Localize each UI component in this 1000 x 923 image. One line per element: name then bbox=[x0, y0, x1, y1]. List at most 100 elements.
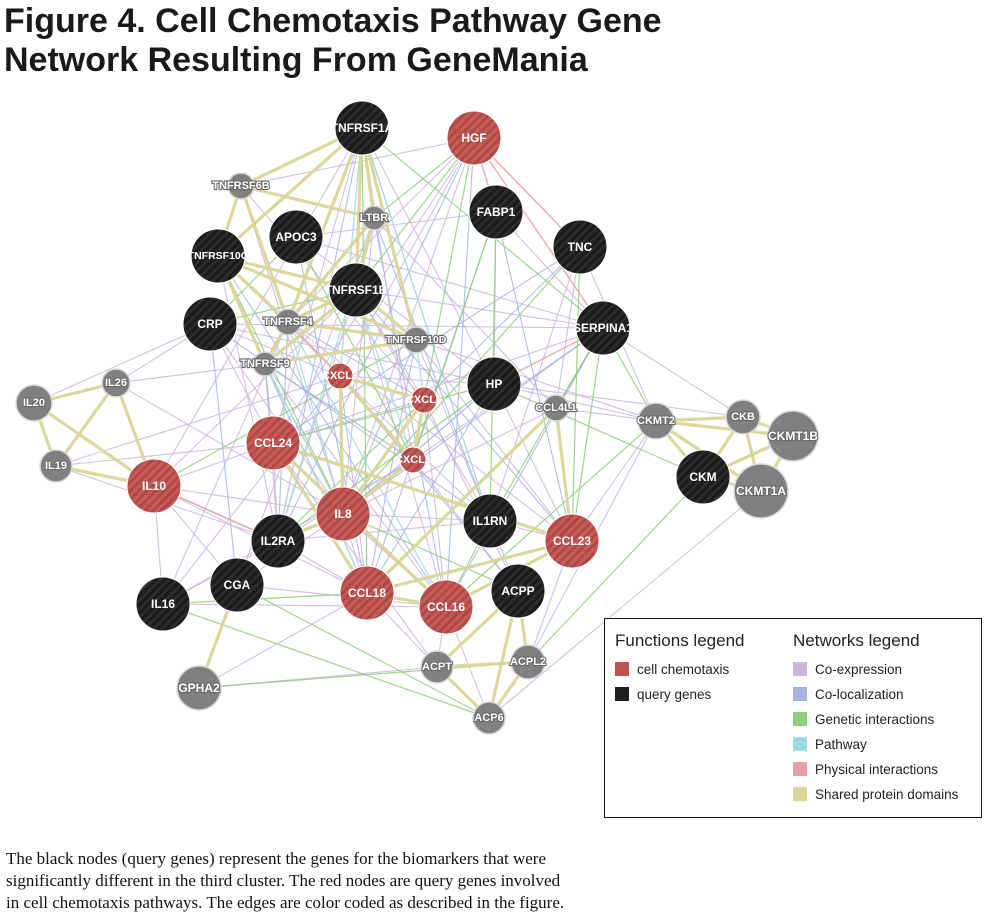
node-tnfrsf9: TNFRSF9 bbox=[239, 351, 291, 377]
node-circle bbox=[490, 563, 546, 619]
node-circle bbox=[245, 415, 301, 471]
node-il19: IL19 bbox=[39, 449, 73, 483]
edge-co-localization bbox=[366, 339, 417, 594]
node-tnfrsf10d: TNFRSF10D bbox=[385, 326, 448, 354]
node-circle bbox=[182, 296, 238, 352]
edge-shared-protein-domains bbox=[287, 320, 417, 342]
node-acpl2: ACPL2 bbox=[509, 644, 547, 680]
edge-genetic-interactions bbox=[272, 383, 495, 444]
edge-co-expression bbox=[488, 490, 762, 719]
node-circle bbox=[542, 394, 570, 422]
node-ckb: CKB bbox=[725, 399, 761, 435]
node-circle bbox=[399, 446, 427, 474]
edge-genetic-interactions bbox=[217, 255, 344, 515]
node-circle bbox=[675, 449, 731, 505]
node-il2ra: IL2RA bbox=[250, 513, 306, 569]
node-label: TNFRSF4 bbox=[263, 316, 313, 328]
node-label: ACP6 bbox=[474, 712, 503, 724]
node-circle bbox=[190, 228, 246, 284]
node-layer: TNFRSF1AHGFTNFRSF6BLTBRAPOC3FABP1TNCTNFR… bbox=[15, 100, 819, 735]
edge-co-expression bbox=[415, 339, 491, 522]
node-acpt: ACPT bbox=[420, 650, 454, 684]
edge-co-localization bbox=[373, 217, 447, 608]
node-circle bbox=[274, 308, 302, 336]
edge-pathway bbox=[287, 321, 344, 515]
node-tnfrsf1b: TNFRSF1B bbox=[325, 262, 388, 318]
node-il20: IL20 bbox=[15, 384, 53, 422]
edge-co-expression bbox=[33, 323, 211, 404]
edge-co-localization bbox=[366, 383, 495, 594]
edge-genetic-interactions bbox=[342, 513, 519, 592]
edge-co-expression bbox=[198, 592, 368, 689]
node-label: TNFRSF1A bbox=[331, 121, 394, 135]
functions-legend-heading: Functions legend bbox=[615, 631, 745, 650]
node-label: TNC bbox=[568, 240, 593, 254]
node-circle bbox=[472, 701, 506, 735]
node-label: CKMT2 bbox=[637, 415, 675, 427]
edge-co-localization bbox=[423, 246, 581, 401]
node-il16: IL16 bbox=[135, 576, 191, 632]
edge-shared-protein-domains bbox=[366, 539, 573, 595]
node-tnfrsf10c: TNFRSF10C bbox=[188, 228, 249, 284]
node-cxcl1: CXCL1 bbox=[395, 446, 431, 474]
edge-genetic-interactions bbox=[493, 383, 704, 478]
node-label: CCL23 bbox=[553, 534, 591, 548]
node-label: IL2RA bbox=[261, 534, 296, 548]
node-circle bbox=[544, 513, 600, 569]
node-circle bbox=[328, 262, 384, 318]
legend-item-genetic-interactions: Genetic interactions bbox=[793, 709, 934, 729]
edge-co-expression bbox=[295, 211, 497, 238]
caption-line-1: The black nodes (query genes) represent … bbox=[6, 849, 546, 868]
edge-co-expression bbox=[287, 321, 573, 542]
gene-network: TNFRSF1AHGFTNFRSF6BLTBRAPOC3FABP1TNCTNFR… bbox=[15, 100, 819, 735]
edge-shared-protein-domains bbox=[338, 374, 415, 462]
edge-co-expression bbox=[277, 520, 491, 542]
edge-shared-protein-domains bbox=[365, 406, 558, 595]
node-circle bbox=[209, 557, 265, 613]
node-label: IL10 bbox=[142, 479, 166, 493]
edge-genetic-interactions bbox=[571, 327, 604, 542]
node-circle bbox=[418, 579, 474, 635]
node-ccl23: CCL23 bbox=[544, 513, 600, 569]
edge-genetic-interactions bbox=[342, 246, 581, 515]
node-label: TNFRSF1B bbox=[325, 283, 388, 297]
node-label: IL1RN bbox=[473, 514, 508, 528]
edge-co-expression bbox=[162, 375, 341, 605]
node-ccl4l1: CCL4L1 bbox=[534, 394, 578, 422]
edge-co-expression bbox=[115, 363, 266, 384]
node-tnfrsf1a: TNFRSF1A bbox=[331, 100, 394, 156]
edge-co-localization bbox=[277, 137, 475, 542]
node-cga: CGA bbox=[209, 557, 265, 613]
node-circle bbox=[268, 209, 324, 265]
node-label: FABP1 bbox=[477, 205, 516, 219]
node-label: CCL24 bbox=[254, 436, 292, 450]
edge-shared-protein-domains bbox=[54, 382, 118, 467]
node-circle bbox=[410, 386, 438, 414]
node-label: CGA bbox=[224, 578, 251, 592]
node-circle bbox=[466, 356, 522, 412]
edge-co-localization bbox=[287, 321, 425, 401]
node-crp: CRP bbox=[182, 296, 238, 352]
node-label: CRP bbox=[197, 317, 222, 331]
node-label: IL19 bbox=[45, 460, 67, 472]
node-ckmt1b: CKMT1B bbox=[767, 410, 819, 462]
node-circle bbox=[361, 205, 387, 231]
node-label: IL20 bbox=[23, 397, 45, 409]
node-ckmt2: CKMT2 bbox=[636, 402, 676, 440]
legend-label: Co-localization bbox=[815, 686, 904, 702]
node-circle bbox=[552, 219, 608, 275]
node-apoc3: APOC3 bbox=[268, 209, 324, 265]
node-circle bbox=[575, 300, 631, 356]
node-ccl24: CCL24 bbox=[245, 415, 301, 471]
node-cxcl6: CXCL6 bbox=[406, 386, 442, 414]
edge-co-expression bbox=[415, 339, 657, 422]
edge-pathway bbox=[339, 127, 363, 377]
node-label: HGF bbox=[461, 131, 486, 145]
legend-label: Co-expression bbox=[815, 661, 903, 677]
edge-shared-protein-domains bbox=[240, 184, 375, 220]
node-il8: IL8 bbox=[315, 486, 371, 542]
node-serpina1: SERPINA1 bbox=[573, 300, 633, 356]
edge-genetic-interactions bbox=[236, 584, 490, 719]
legend-item-co-expression: Co-expression bbox=[793, 659, 902, 679]
node-circle bbox=[135, 576, 191, 632]
